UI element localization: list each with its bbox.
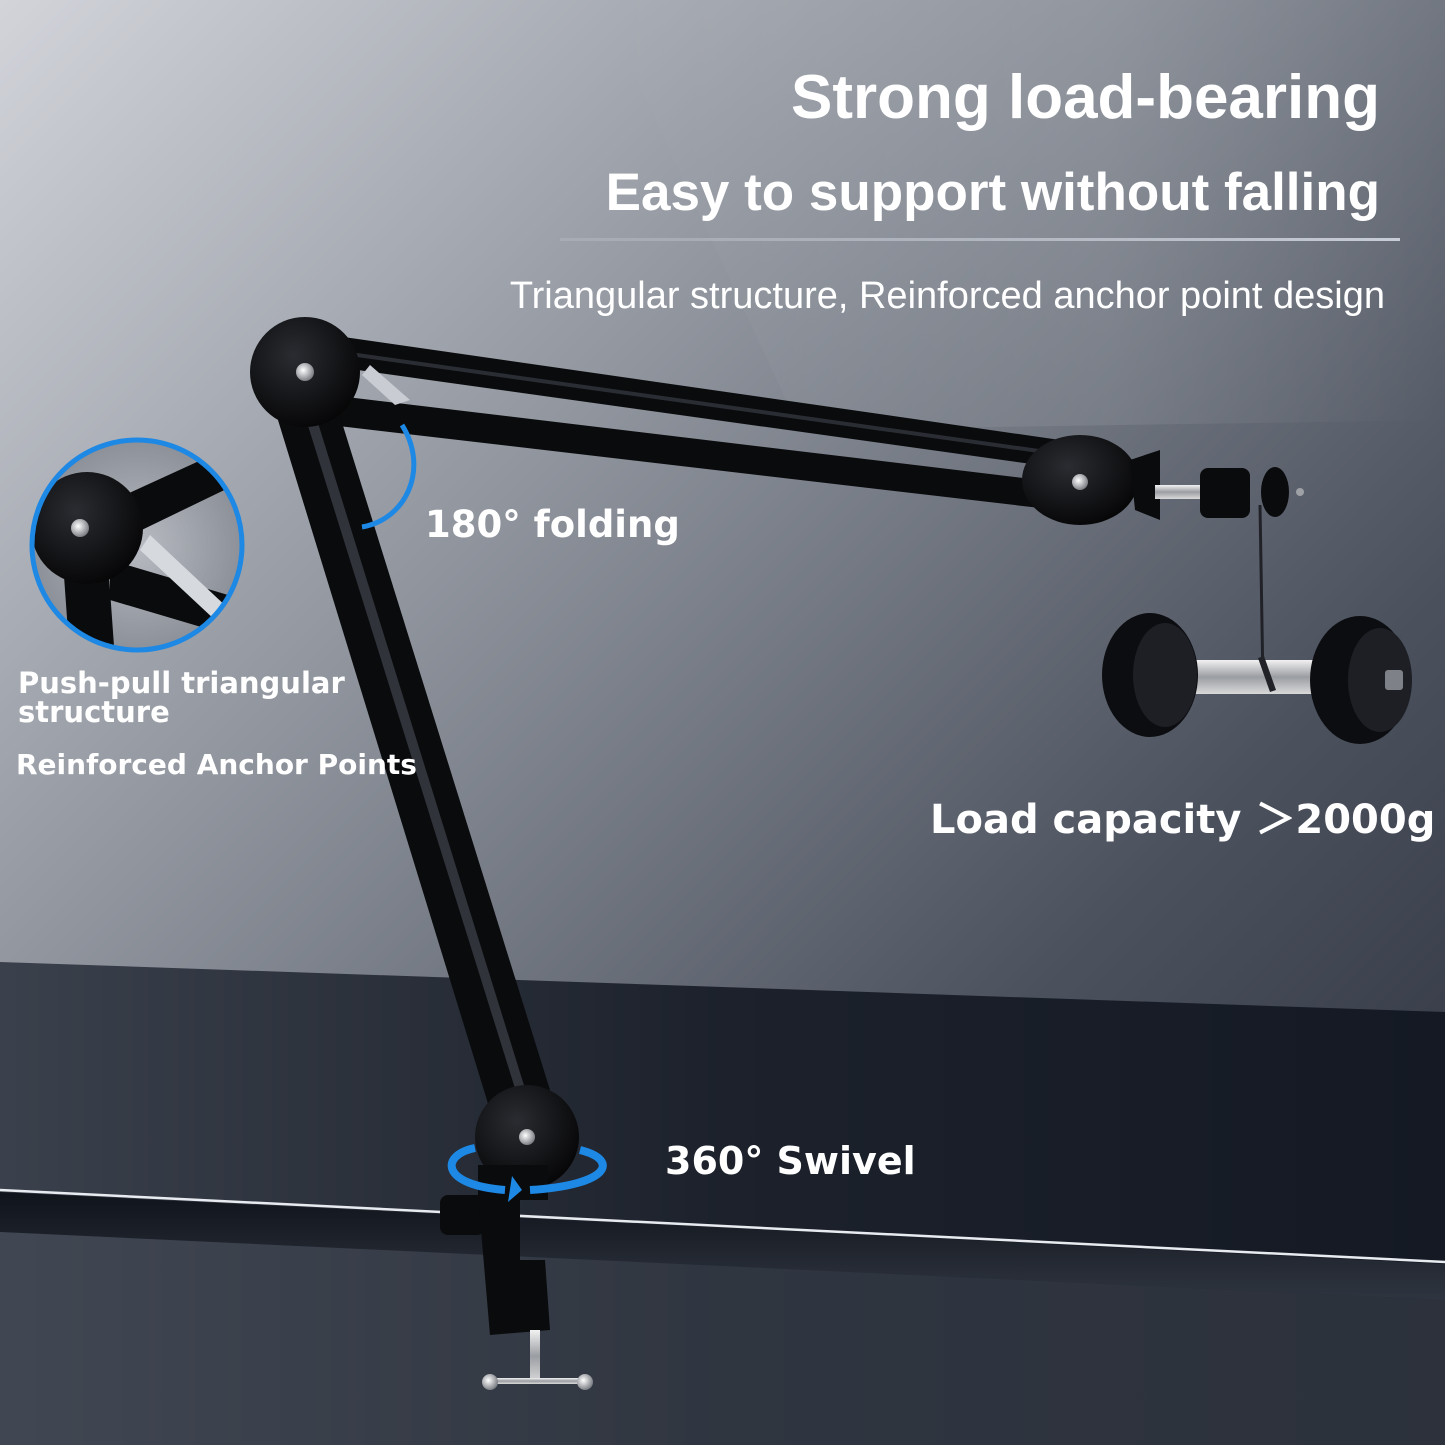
subheadline: Easy to support without falling <box>605 163 1380 222</box>
rotate-arrow-icon <box>447 1144 607 1202</box>
zoom-inset <box>32 440 242 650</box>
tagline: Triangular structure, Reinforced anchor … <box>509 275 1385 317</box>
swivel-label: 360° Swivel <box>665 1139 916 1183</box>
folding-label: 180° folding <box>425 503 680 546</box>
fold-arc-icon <box>361 423 417 530</box>
headline: Strong load-bearing <box>791 63 1380 132</box>
push-pull-label: Push-pull triangular structure <box>18 666 345 729</box>
header-divider <box>560 238 1400 241</box>
anchor-points-label: Reinforced Anchor Points <box>16 748 417 781</box>
load-capacity-label: Load capacity ＞2000g <box>930 797 1436 843</box>
